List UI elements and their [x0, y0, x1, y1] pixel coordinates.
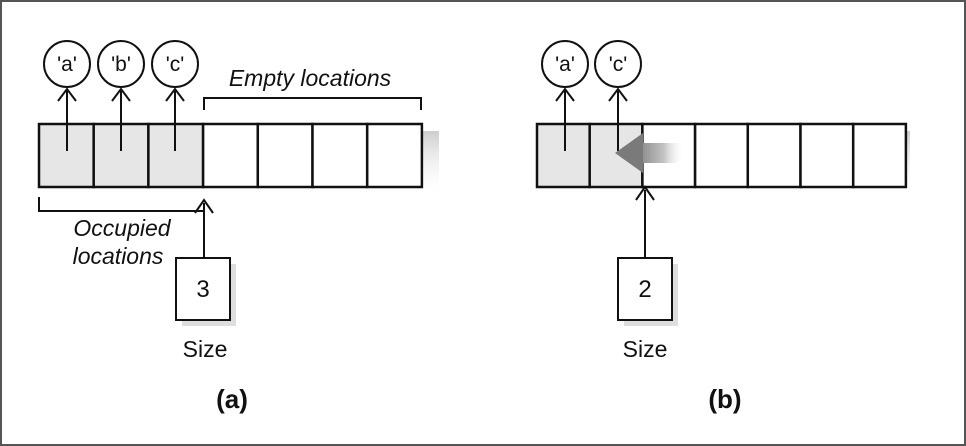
empty-cell	[201, 122, 260, 189]
arrowhead	[111, 87, 131, 102]
array-a-cells	[37, 122, 424, 189]
caption-b: (b)	[708, 384, 741, 414]
element-label: 'c'	[166, 53, 185, 76]
element-circle	[594, 40, 642, 88]
size-box	[617, 257, 673, 321]
element-b-group: 'b'	[97, 40, 145, 151]
arrowhead	[608, 87, 628, 102]
element-circle	[541, 40, 589, 88]
occupied-locations-label-line1: Occupied	[73, 215, 171, 241]
diagram-b: 'a' 'c' 2 Size (b)	[535, 40, 910, 414]
element-label: 'c'	[609, 53, 628, 76]
element-a-group: 'a'	[43, 40, 91, 151]
empty-cell	[693, 122, 750, 189]
size-label: Size	[183, 336, 228, 362]
element-circle	[43, 40, 91, 88]
shift-left-arrow	[615, 133, 684, 173]
occupied-cell	[535, 122, 591, 189]
size-value: 3	[196, 276, 209, 303]
empty-cell	[256, 122, 314, 189]
empty-cell	[746, 122, 802, 189]
arrowhead	[57, 87, 77, 102]
arrowhead	[194, 198, 214, 214]
shift-arrow-head	[615, 133, 643, 173]
arrowhead	[635, 185, 655, 201]
size-label: Size	[623, 336, 668, 362]
empty-cell	[311, 122, 369, 189]
element-c-group: 'c'	[151, 40, 199, 151]
element-label: 'a'	[57, 53, 77, 76]
element-label: 'a'	[555, 53, 575, 76]
occupied-locations-bracket	[38, 197, 204, 212]
empty-cell	[799, 122, 855, 189]
array-b-cells	[535, 122, 908, 189]
occupied-locations-label-line2: locations	[73, 243, 164, 269]
diagram-a: 'a' 'b' 'c' Empty locations Occupied loc…	[37, 40, 439, 414]
empty-locations-bracket	[203, 97, 422, 110]
shift-arrow-shaft	[640, 143, 684, 163]
size-value: 2	[638, 276, 651, 303]
arrowhead	[165, 87, 185, 102]
element-c-group: 'c'	[594, 40, 642, 151]
caption-a: (a)	[216, 384, 248, 414]
empty-locations-label: Empty locations	[229, 65, 392, 91]
element-label: 'b'	[111, 53, 131, 76]
empty-cell	[365, 122, 424, 189]
element-circle	[151, 40, 199, 88]
element-a-group: 'a'	[541, 40, 589, 151]
empty-cell	[851, 122, 908, 189]
size-box	[175, 257, 231, 321]
element-circle	[97, 40, 145, 88]
arrowhead	[555, 87, 575, 102]
